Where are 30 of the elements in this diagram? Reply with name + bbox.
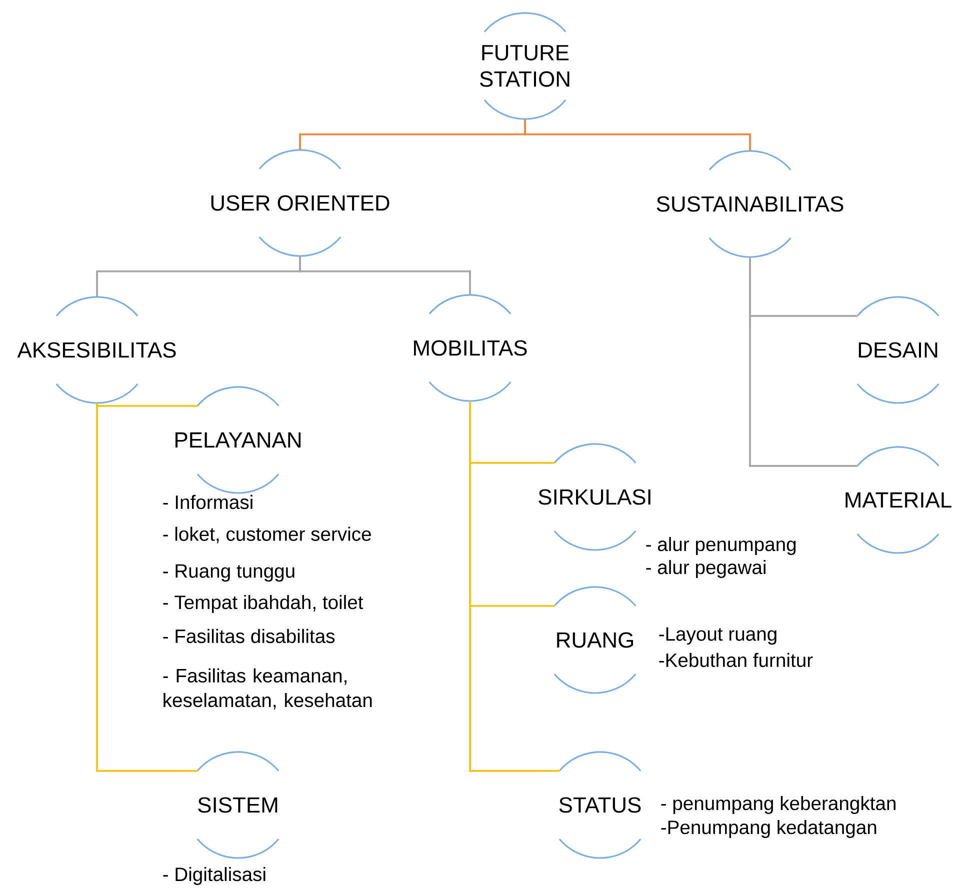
circle-node: STATUS [558, 751, 642, 859]
connector-line [469, 401, 560, 772]
list-item: - alur pegawai [646, 560, 766, 578]
circle-node: FUTURE STATION [480, 12, 570, 120]
circle-node: MOBILITAS [414, 294, 527, 402]
circle-node: AKSESIBILITAS [17, 296, 176, 404]
connector-line [96, 403, 198, 407]
circle-node: SISTEM [196, 751, 280, 859]
list-item: - Ruang tunggu [163, 564, 294, 582]
list-item: -Layout ruang [659, 627, 776, 645]
list-item: - Fasilitas keamanan, keselamatan, kesehatan [163, 668, 372, 710]
list-item: - alur penumpang [646, 536, 796, 555]
connector-line [524, 119, 751, 151]
list-item: - Tempat ibahdah, toilet [163, 594, 364, 613]
list-item: - Fasilitas disabilitas [163, 628, 335, 644]
connector-line [749, 257, 858, 467]
connector-line [96, 403, 198, 772]
circle-node: RUANG [554, 586, 636, 694]
circle-node: USER ORIENTED [211, 149, 390, 257]
list-item: - Informasi [163, 494, 252, 510]
list-item: - penumpang keberangktan [661, 796, 896, 814]
connector-line [299, 256, 471, 295]
list-item: - loket, customer service [163, 526, 371, 544]
list-item: -Kebuthan furnitur [659, 652, 813, 668]
list-item: - Digitalisasi [163, 866, 266, 885]
circle-node: MATERIAL [846, 446, 952, 554]
circle-node: DESAIN [856, 296, 940, 404]
list-item: -Penumpang kedatangan [661, 820, 876, 838]
circle-node: SUSTAINABILITAS [656, 150, 844, 258]
circle-node: PELAYANAN [176, 386, 301, 494]
